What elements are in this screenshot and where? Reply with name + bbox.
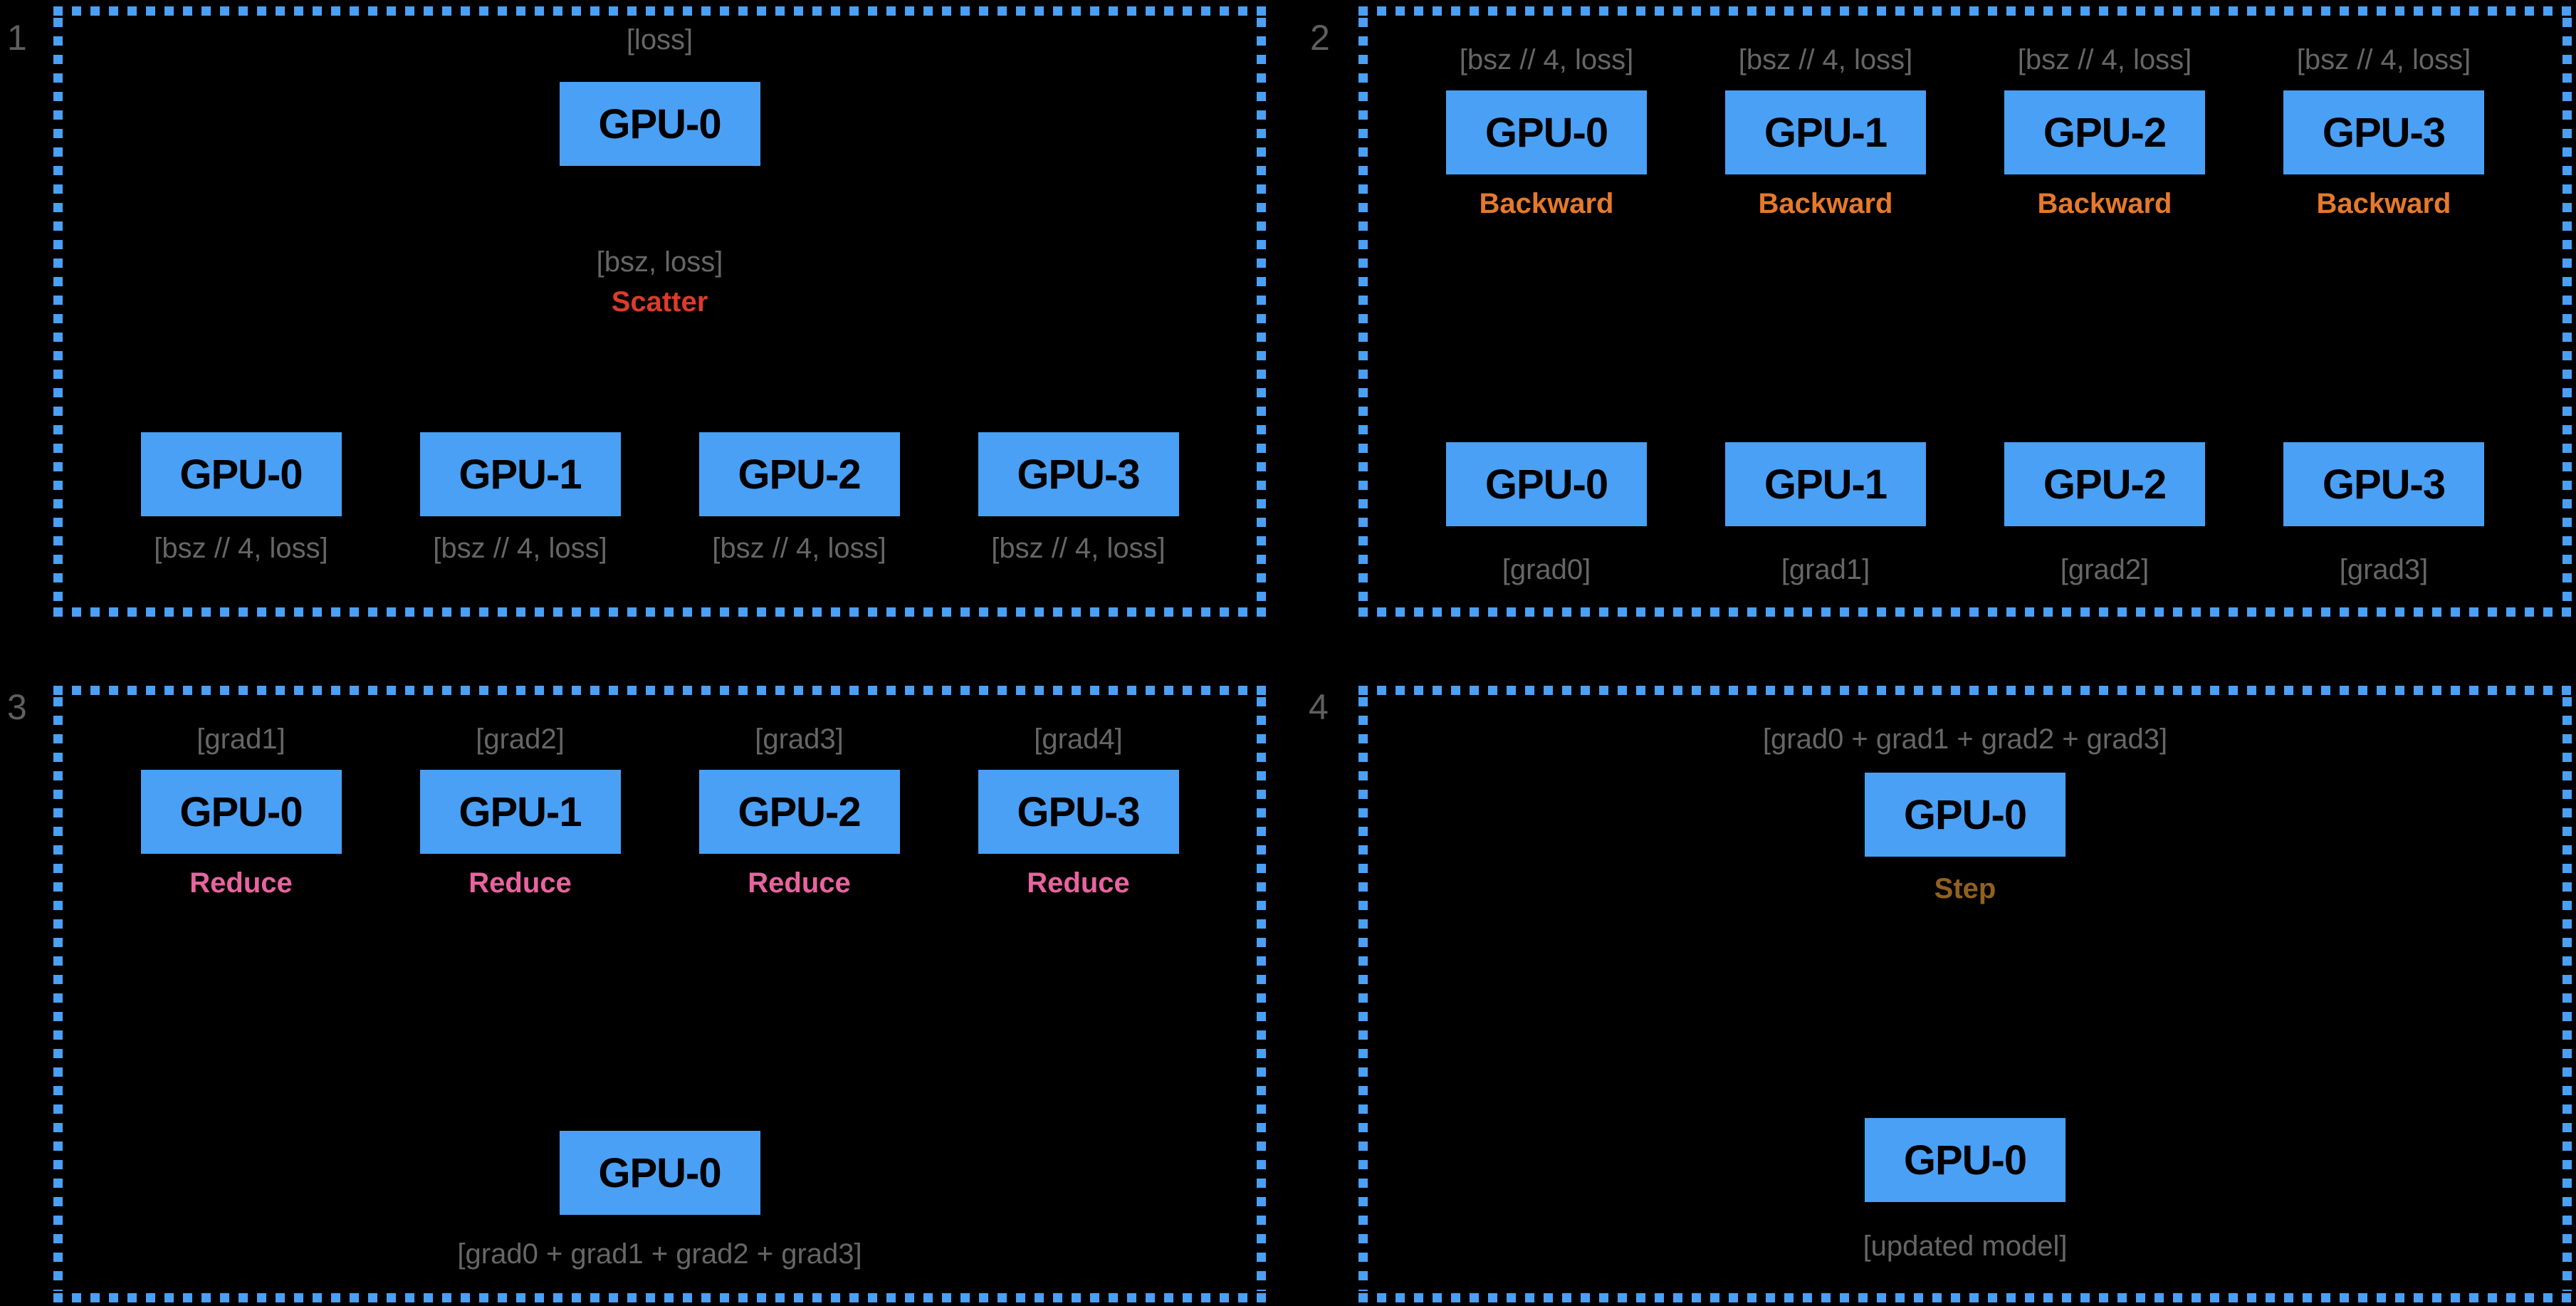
operation-label-backward: Backward xyxy=(1758,188,1893,219)
gpu-box: GPU-3 xyxy=(978,432,1179,516)
tensor-shape-label: [grad0 + grad1 + grad2 + grad3] xyxy=(457,1238,862,1270)
gpu-box: GPU-0 xyxy=(140,432,342,516)
tensor-shape-label: [grad1] xyxy=(1781,554,1870,585)
gpu-box: GPU-2 xyxy=(698,432,900,516)
tensor-shape-label: [grad2] xyxy=(2060,554,2150,585)
panel-border-right xyxy=(2562,18,2572,605)
gpu-box: GPU-1 xyxy=(419,770,621,854)
gpu-column: [grad2] GPU-1 Reduce xyxy=(381,723,660,899)
gpu-box: GPU-3 xyxy=(2283,90,2484,174)
panel-border-left xyxy=(1358,697,1368,1291)
operation-label-reduce: Reduce xyxy=(1027,867,1130,899)
tensor-shape-label: [bsz, loss] xyxy=(596,246,723,278)
operation-label-backward: Backward xyxy=(1479,188,1614,219)
panel-border-right xyxy=(1257,18,1266,605)
operation-label-step: Step xyxy=(1934,873,1996,904)
gpu-box: GPU-0 xyxy=(1446,442,1647,526)
panel-number: 3 xyxy=(7,687,27,727)
panel-border-right xyxy=(1257,697,1266,1291)
panel-border-bottom xyxy=(1358,607,2572,617)
operation-label-reduce: Reduce xyxy=(468,867,572,899)
gpu-column: GPU-1 [grad1] xyxy=(1686,442,1965,586)
tensor-shape-label: [grad4] xyxy=(1034,723,1123,755)
tensor-shape-label: [bsz // 4, loss] xyxy=(433,533,607,564)
gpu-box: GPU-0 xyxy=(1446,90,1647,174)
gpu-box: GPU-3 xyxy=(978,770,1179,854)
panel-border-top xyxy=(53,686,1266,695)
gpu-column: [bsz // 4, loss] GPU-0 Backward xyxy=(1407,43,1686,220)
gpu-box: GPU-2 xyxy=(2004,442,2205,526)
operation-label-reduce: Reduce xyxy=(189,867,293,899)
panel-border-right xyxy=(2562,697,2572,1291)
tensor-shape-label: [grad0 + grad1 + grad2 + grad3] xyxy=(1762,723,2168,755)
panel-number: 1 xyxy=(7,18,27,58)
panel-border-left xyxy=(53,18,63,605)
tensor-shape-label: [bsz // 4, loss] xyxy=(1738,44,1913,75)
tensor-shape-label: [grad2] xyxy=(476,723,565,755)
panel-border-left xyxy=(53,697,63,1291)
panel-border-left xyxy=(1358,18,1368,605)
gpu-box: GPU-2 xyxy=(698,770,900,854)
panel-number: 2 xyxy=(1310,18,1330,58)
gpu-column: GPU-2 [bsz // 4, loss] xyxy=(660,432,939,565)
gpu-box: GPU-0 xyxy=(1865,773,2065,857)
gpu-column: GPU-0 [bsz // 4, loss] xyxy=(102,432,381,565)
gpu-column: GPU-2 [grad2] xyxy=(1965,442,2244,586)
gpu-column: [bsz // 4, loss] GPU-1 Backward xyxy=(1686,43,1965,220)
panel-4-step: [grad0 + grad1 + grad2 + grad3] GPU-0 St… xyxy=(1358,686,2572,1302)
panel-border-bottom xyxy=(1358,1293,2572,1302)
panel-border-top xyxy=(53,6,1266,16)
gpu-box: GPU-0 xyxy=(559,1131,760,1215)
operation-label-reduce: Reduce xyxy=(748,867,851,899)
tensor-shape-label: [bsz // 4, loss] xyxy=(1459,44,1634,75)
gpu-column: [bsz // 4, loss] GPU-2 Backward xyxy=(1965,43,2244,220)
gpu-column: GPU-1 [bsz // 4, loss] xyxy=(381,432,660,565)
tensor-shape-label: [grad0] xyxy=(1502,554,1591,585)
panel-border-bottom xyxy=(53,1293,1266,1302)
panel-3-reduce: [grad1] GPU-0 Reduce [grad2] GPU-1 Reduc… xyxy=(53,686,1266,1302)
operation-label-backward: Backward xyxy=(2037,188,2172,219)
operation-label-backward: Backward xyxy=(2316,188,2451,219)
gpu-column: [grad1] GPU-0 Reduce xyxy=(102,723,381,899)
gpu-column: GPU-3 [bsz // 4, loss] xyxy=(939,432,1218,565)
panel-2-backward: [bsz // 4, loss] GPU-0 Backward [bsz // … xyxy=(1358,6,2572,617)
gpu-column: [grad3] GPU-2 Reduce xyxy=(660,723,939,899)
tensor-shape-label: [bsz // 4, loss] xyxy=(712,533,886,564)
tensor-shape-label: [grad1] xyxy=(197,723,286,755)
gpu-column: [grad4] GPU-3 Reduce xyxy=(939,723,1218,899)
gpu-box: GPU-1 xyxy=(419,432,621,516)
tensor-shape-label: [grad3] xyxy=(2339,554,2429,585)
gpu-column: GPU-0 [grad0 + grad1 + grad2 + grad3] xyxy=(457,1131,862,1270)
gpu-box: GPU-1 xyxy=(1725,90,1926,174)
tensor-shape-label: [grad3] xyxy=(755,723,844,755)
gpu-box: GPU-1 xyxy=(1725,442,1926,526)
tensor-shape-label: [bsz // 4, loss] xyxy=(2296,44,2471,75)
gpu-box: GPU-0 xyxy=(140,770,342,854)
panel-number: 4 xyxy=(1309,687,1329,727)
operation-label-scatter: Scatter xyxy=(611,286,708,318)
tensor-shape-label: [bsz // 4, loss] xyxy=(991,533,1166,564)
tensor-shape-label: [updated model] xyxy=(1863,1231,2068,1262)
panel-border-top xyxy=(1358,686,2572,695)
panel-border-top xyxy=(1358,6,2572,16)
gpu-box: GPU-2 xyxy=(2004,90,2205,174)
gpu-box: GPU-3 xyxy=(2283,442,2484,526)
gpu-column: [bsz // 4, loss] GPU-3 Backward xyxy=(2244,43,2523,220)
gpu-column: GPU-0 [grad0] xyxy=(1407,442,1686,586)
gpu-box: GPU-0 xyxy=(1865,1118,2065,1202)
tensor-shape-label: [loss] xyxy=(626,24,693,56)
panel-1-scatter: [loss] GPU-0 [bsz, loss] Scatter GPU-0 [… xyxy=(53,6,1266,617)
gpu-box: GPU-0 xyxy=(559,82,760,166)
gpu-column: GPU-3 [grad3] xyxy=(2244,442,2523,586)
tensor-shape-label: [bsz // 4, loss] xyxy=(154,533,328,564)
tensor-shape-label: [bsz // 4, loss] xyxy=(2017,44,2192,75)
panel-border-bottom xyxy=(53,607,1266,617)
